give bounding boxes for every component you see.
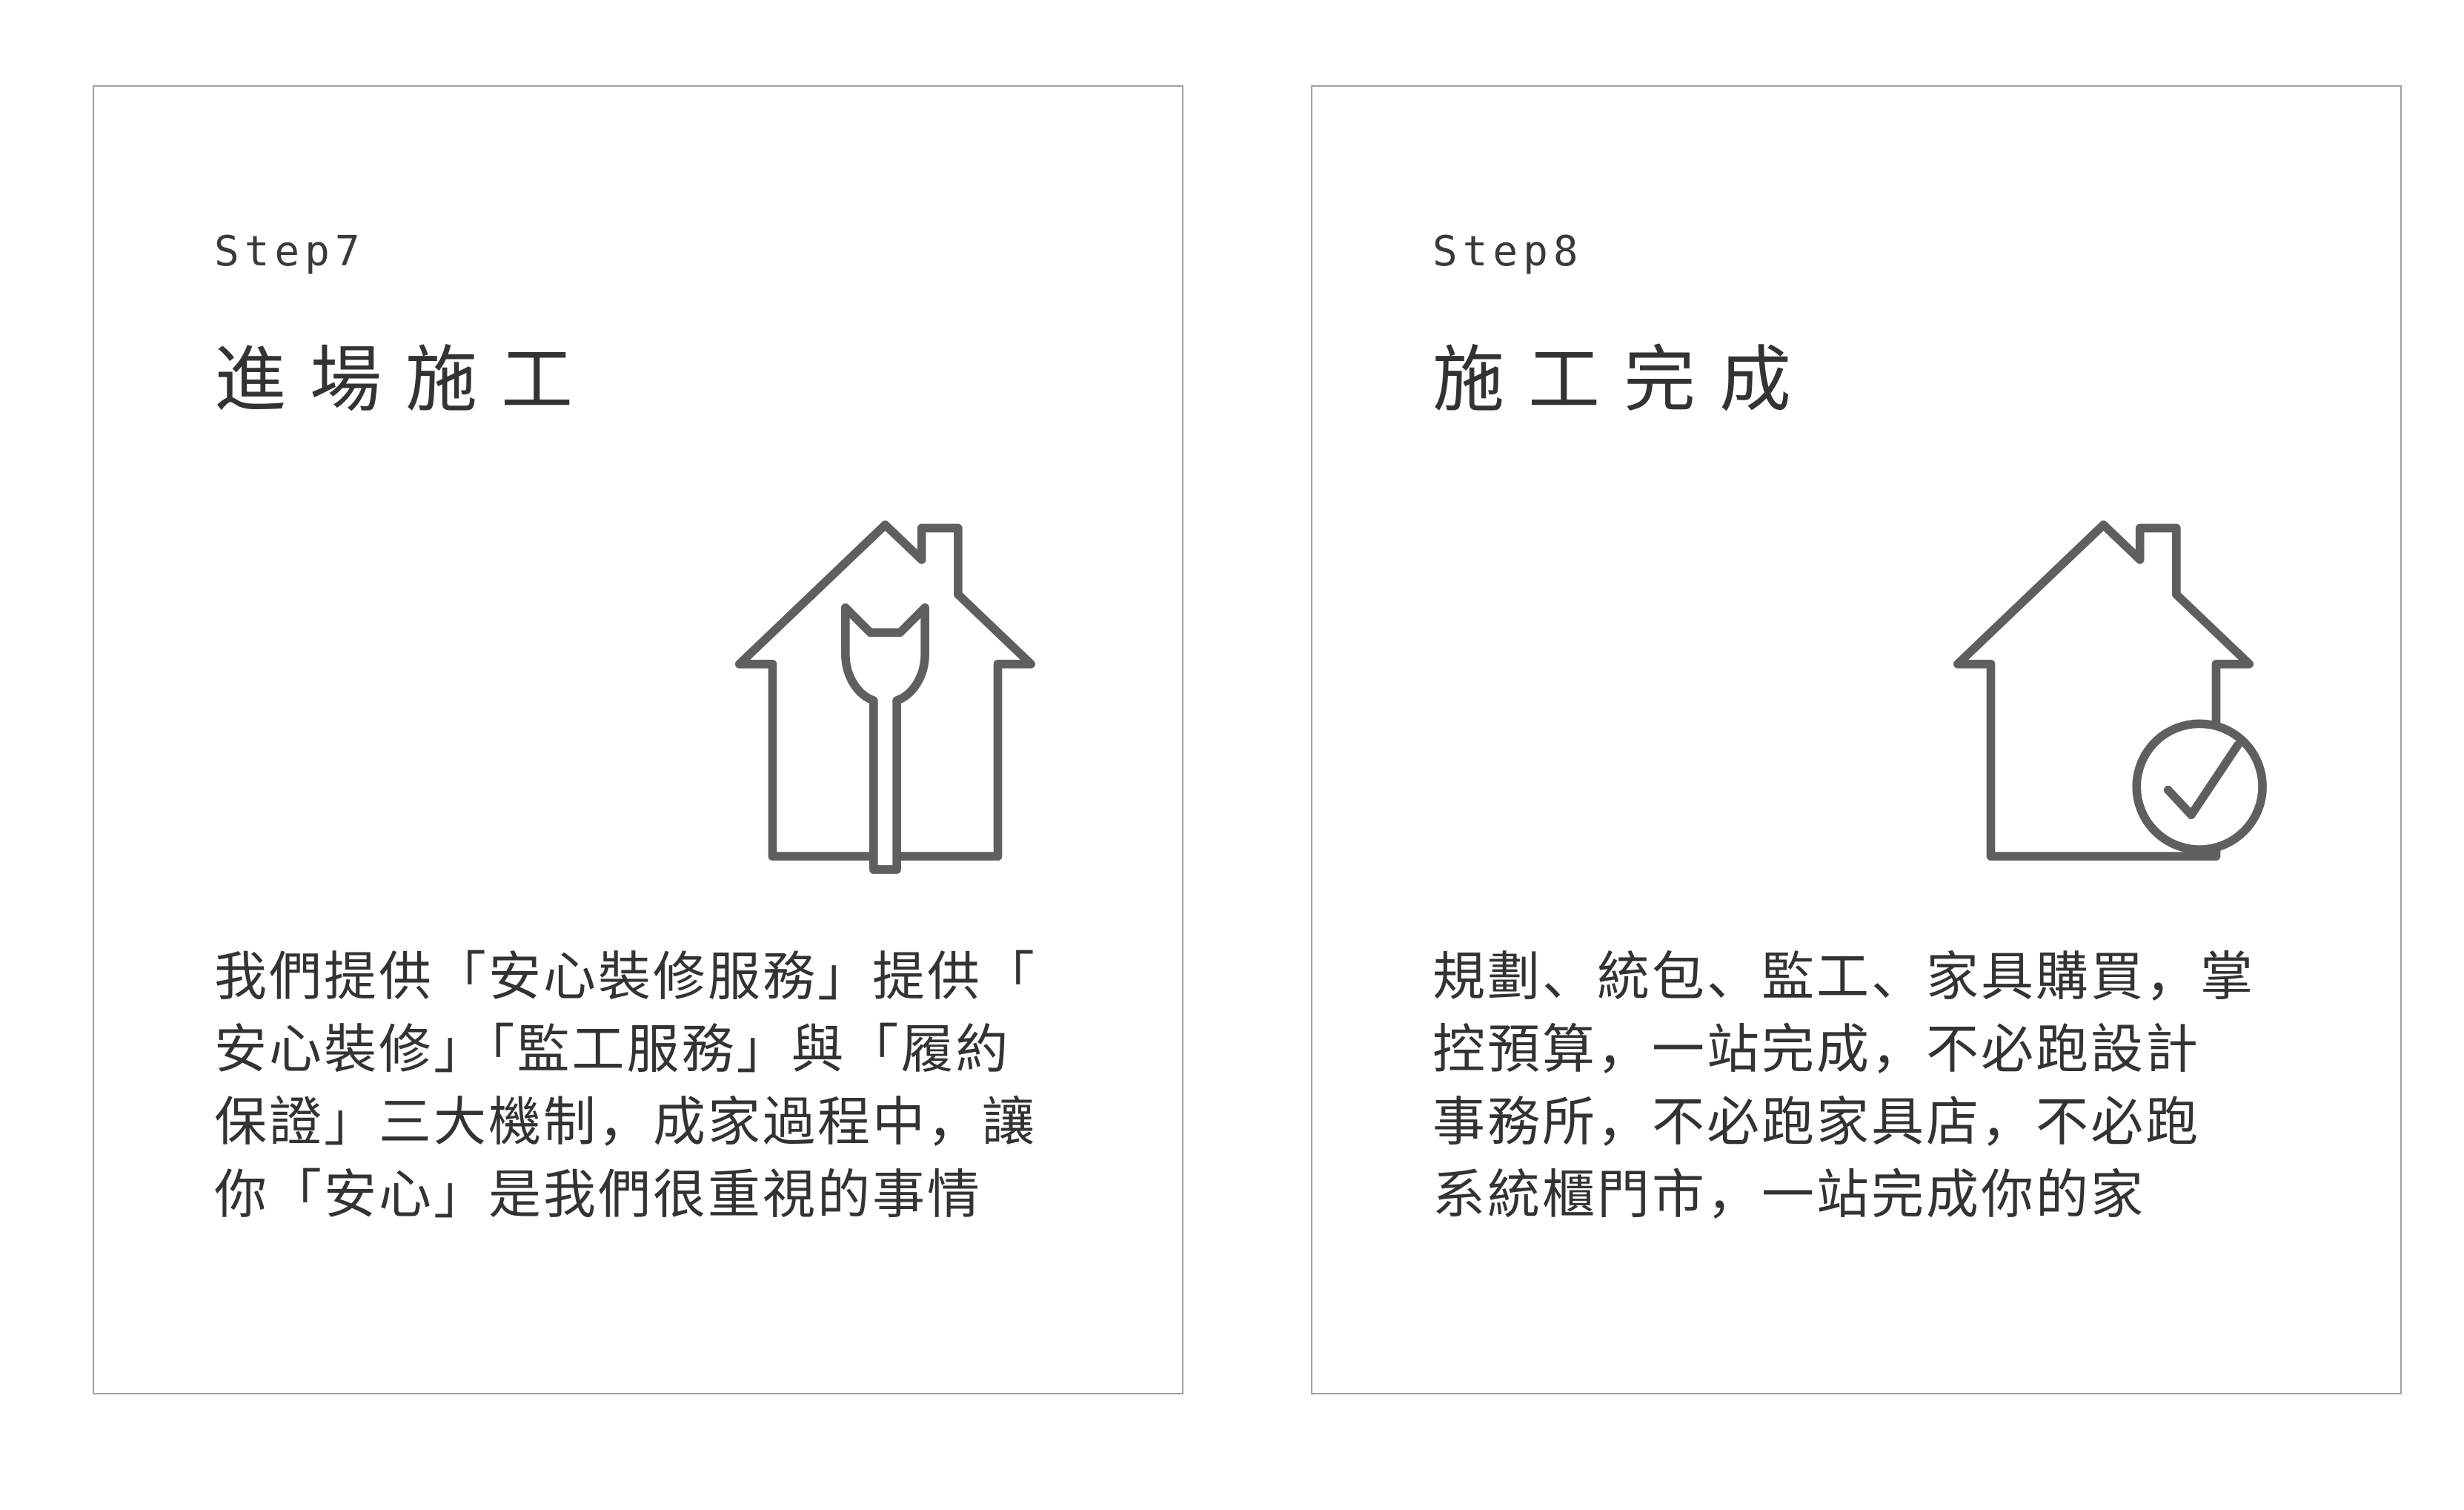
card-description: 規劃、統包、監工、家具購買，掌 控預算，一站完成，不必跑設計 事務所，不必跑家具… — [1432, 941, 2289, 1232]
description-line: 安心裝修」「監工服務」與「履約 — [214, 1020, 1011, 1079]
description-line: 規劃、統包、監工、家具購買，掌 — [1432, 947, 2256, 1007]
house-wrench-icon — [734, 520, 1036, 874]
description-line: 保證」三大機制，成家過程中，讓 — [214, 1093, 1037, 1152]
card-title: 進場施工 — [214, 340, 597, 420]
step-number-label: Step7 — [214, 228, 365, 276]
icon-area — [1432, 498, 2289, 898]
house-check-icon — [1953, 520, 2267, 861]
description-line: 你「安心」是我們很重視的事情 — [214, 1165, 983, 1225]
description-line: 系統櫃門市，一站完成你的家 — [1432, 1165, 2146, 1225]
description-line: 控預算，一站完成，不必跑設計 — [1432, 1020, 2201, 1079]
card-description: 我們提供「安心裝修服務」提供「 安心裝修」「監工服務」與「履約 保證」三大機制，… — [214, 941, 1071, 1232]
card-title: 施工完成 — [1432, 340, 1816, 420]
icon-area — [214, 498, 1071, 898]
description-line: 我們提供「安心裝修服務」提供「 — [214, 947, 1037, 1007]
step-card-7: Step7 進場施工 我們提供「安心裝修服務」提供「 安心裝修」「監工服務」與「… — [93, 85, 1183, 1394]
description-line: 事務所，不必跑家具店，不必跑 — [1432, 1093, 2201, 1152]
step-card-8: Step8 施工完成 規劃、統包、監工、家具購買，掌 控預算，一站完成，不必跑設… — [1311, 85, 2402, 1394]
step-number-label: Step8 — [1432, 228, 1584, 276]
